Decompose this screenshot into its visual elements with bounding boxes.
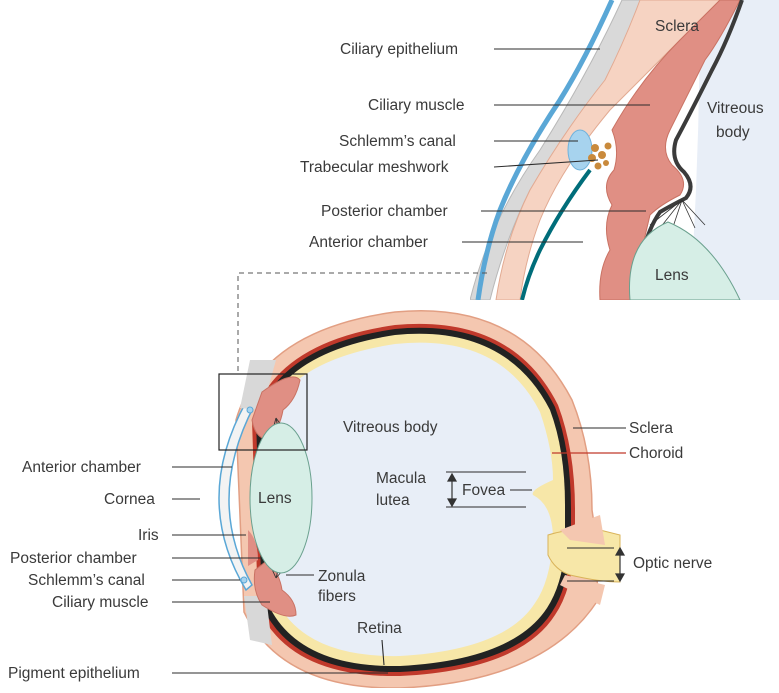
label-fovea: Fovea (462, 482, 505, 499)
label-pigment-epithelium: Pigment epithelium (8, 665, 140, 682)
schlemms-canal-upper (247, 407, 253, 413)
label-cornea: Cornea (104, 491, 155, 508)
inset-label-schlemms-canal: Schlemm’s canal (339, 133, 456, 150)
label-posterior-chamber: Posterior chamber (10, 550, 137, 567)
inset-label-trabecular-meshwork: Trabecular meshwork (300, 159, 449, 176)
label-schlemms-canal: Schlemm’s canal (28, 572, 145, 589)
label-anterior-chamber: Anterior chamber (22, 459, 141, 476)
inset-trabecular-meshwork (588, 143, 612, 170)
inset-label-anterior-chamber: Anterior chamber (309, 234, 428, 251)
label-lens: Lens (258, 490, 292, 507)
schlemms-canal (241, 577, 247, 583)
label-zonula-1: Zonula (318, 568, 366, 585)
inset-schlemms-canal (568, 130, 592, 170)
inset-label-ciliary-muscle: Ciliary muscle (368, 97, 464, 114)
label-retina: Retina (357, 620, 402, 637)
inset-label-vitreous-1: Vitreous (707, 100, 764, 117)
inset-magnified-view (470, 0, 779, 300)
label-vitreous-body: Vitreous body (343, 419, 438, 436)
inset-label-ciliary-epithelium: Ciliary epithelium (340, 41, 458, 58)
label-ciliary-muscle: Ciliary muscle (52, 594, 148, 611)
label-sclera: Sclera (629, 420, 673, 437)
label-zonula-2: fibers (318, 588, 356, 605)
inset-label-posterior-chamber: Posterior chamber (321, 203, 448, 220)
label-macula-2: lutea (376, 492, 410, 509)
label-optic-nerve: Optic nerve (633, 555, 712, 572)
label-macula-1: Macula (376, 470, 426, 487)
inset-label-sclera: Sclera (655, 18, 699, 35)
inset-label-lens: Lens (655, 267, 689, 284)
label-iris: Iris (138, 527, 159, 544)
label-choroid: Choroid (629, 445, 683, 462)
inset-label-vitreous-2: body (716, 124, 750, 141)
